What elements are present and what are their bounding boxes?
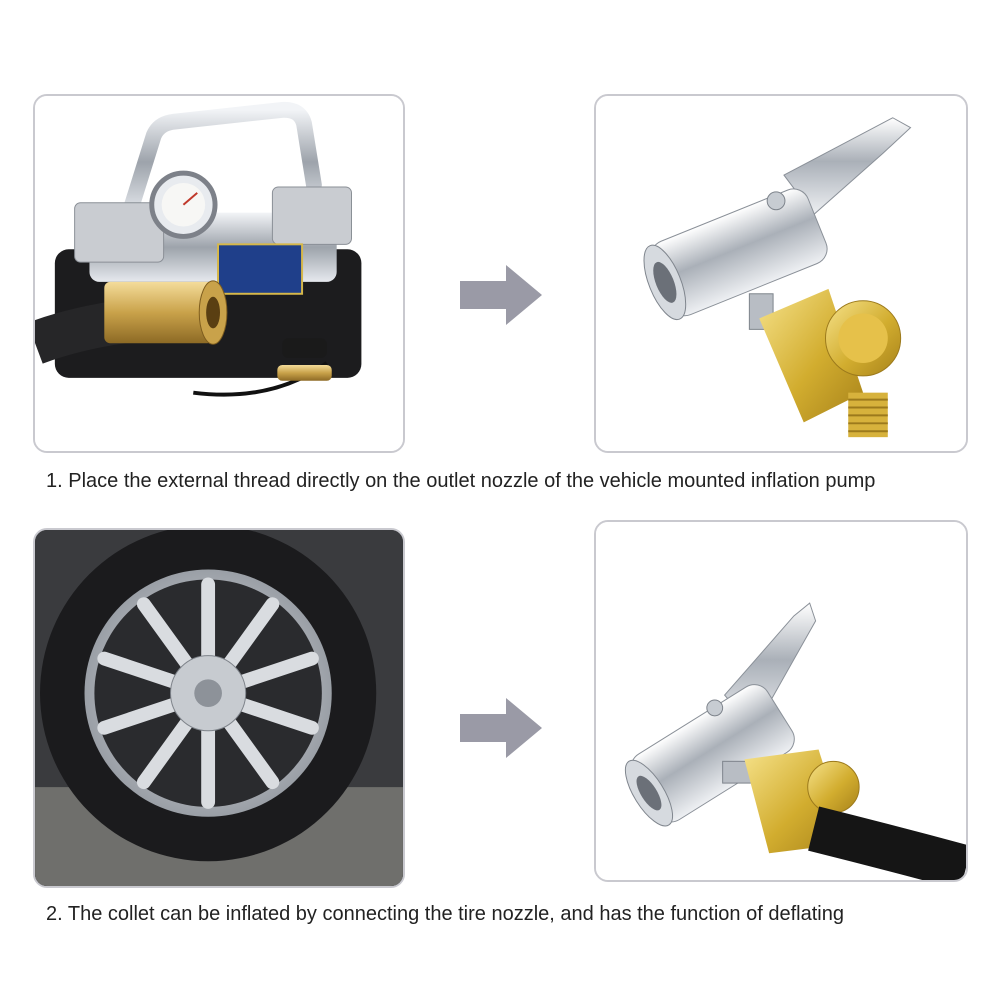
right-arrow-icon (460, 265, 542, 325)
tire-photo (33, 528, 405, 888)
step-1-caption: 1. Place the external thread directly on… (46, 470, 876, 492)
chuck-hose-illustration (596, 522, 966, 880)
step-2-caption: 2. The collet can be inflated by connect… (46, 903, 844, 925)
right-arrow-icon (460, 698, 542, 758)
chuck-thread-illustration (596, 96, 966, 451)
compressor-photo (33, 94, 405, 453)
tire-illustration (35, 530, 403, 886)
compressor-illustration (35, 96, 403, 451)
chuck-hose-photo (594, 520, 968, 882)
chuck-thread-photo (594, 94, 968, 453)
